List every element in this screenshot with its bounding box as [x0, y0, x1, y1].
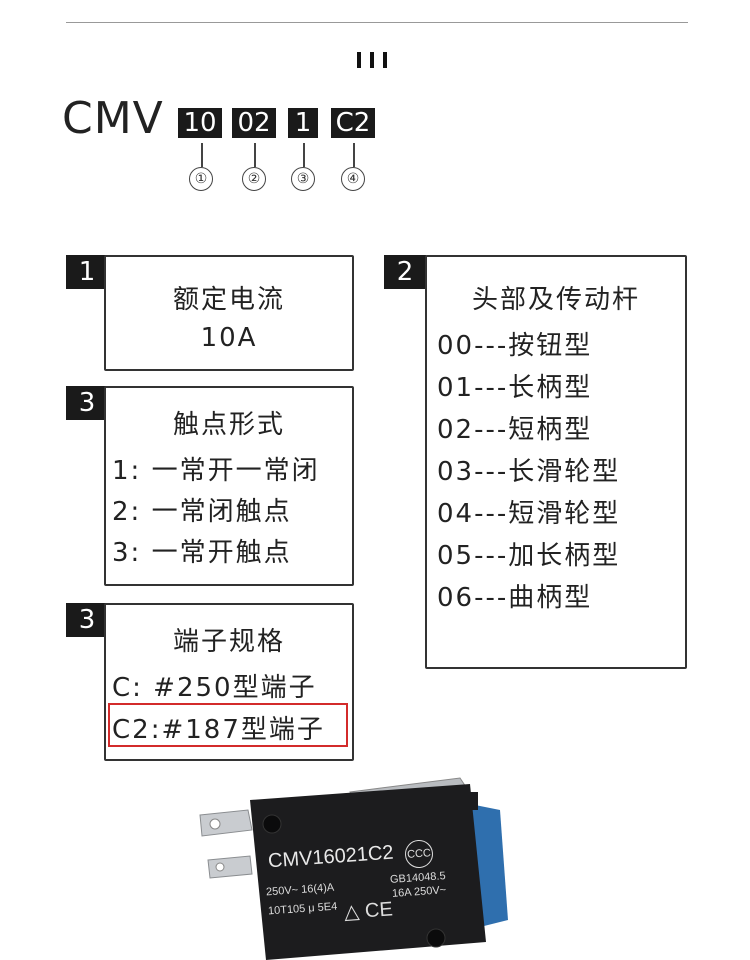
terminal-spec-box: 端子规格 C: #250型端子 C2:#187型端子: [104, 603, 354, 761]
section-marker-icon: [357, 52, 387, 68]
marker-line: [303, 143, 305, 167]
ce-mark-icon: △ CE: [343, 896, 393, 924]
top-divider: [66, 22, 688, 23]
box1-value: 10A: [200, 323, 258, 353]
code-head: 02: [232, 108, 276, 138]
head-item: 06---曲柄型: [437, 583, 593, 613]
contact-item: 2: 一常闭触点: [112, 497, 292, 527]
warning-triangle-icon: △: [343, 900, 361, 924]
contact-item: 1: 一常开一常闭: [112, 456, 320, 486]
head-item: 03---长滑轮型: [437, 457, 621, 487]
marker-3: ③: [291, 167, 315, 191]
code-current: 10: [178, 108, 222, 138]
model-prefix: CMV: [62, 93, 164, 144]
micro-switch-image: [199, 777, 508, 960]
rated-current-box: 额定电流 10A: [104, 255, 354, 371]
marker-2: ②: [242, 167, 266, 191]
code-contact: 1: [288, 108, 318, 138]
switch-body: [250, 784, 486, 960]
terminal-item: C: #250型端子: [112, 673, 317, 703]
head-item: 05---加长柄型: [437, 541, 621, 571]
marker-line: [353, 143, 355, 167]
highlight-box: [108, 703, 348, 747]
box1-number: 1: [66, 255, 108, 289]
head-type-box: 头部及传动杆 00---按钮型 01---长柄型 02---短柄型 03---长…: [425, 255, 687, 669]
box2-number: 2: [384, 255, 426, 289]
marker-1: ①: [189, 167, 213, 191]
head-item: 01---长柄型: [437, 373, 593, 403]
head-item: 02---短柄型: [437, 415, 593, 445]
box3-number: 3: [66, 386, 108, 420]
contact-item: 3: 一常开触点: [112, 538, 292, 568]
box4-number: 3: [66, 603, 108, 637]
terminal-item: C2:#187型端子: [112, 715, 325, 745]
marker-line: [201, 143, 203, 167]
box1-title: 额定电流: [172, 285, 285, 315]
head-item: 00---按钮型: [437, 331, 593, 361]
box4-title: 端子规格: [172, 627, 285, 657]
marker-line: [254, 143, 256, 167]
box2-title: 头部及传动杆: [471, 285, 640, 315]
contact-form-box: 触点形式 1: 一常开一常闭 2: 一常闭触点 3: 一常开触点: [104, 386, 354, 586]
head-item: 04---短滑轮型: [437, 499, 621, 529]
marker-4: ④: [341, 167, 365, 191]
box3-title: 触点形式: [172, 410, 285, 440]
code-terminal: C2: [331, 108, 375, 138]
ce-mark: CE: [364, 898, 394, 923]
